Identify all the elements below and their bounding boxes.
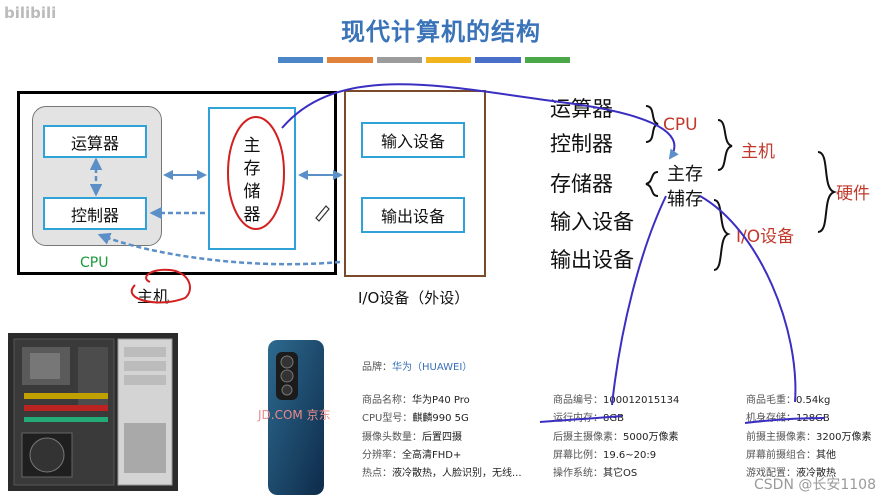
accent-bar [278,57,324,63]
spec-cell: 摄像头数量：后置四摄 [362,428,462,443]
spec-value: 0.54kg [796,395,831,406]
bilibili-watermark: bilibili [4,4,57,22]
class-item-output: 输出设备 [550,248,634,272]
main-memory-label: 主 存 储 器 [236,135,268,227]
pc-tower-photo [8,333,178,491]
accent-bar [524,57,570,63]
spec-key: 摄像头数量： [362,432,422,443]
accent-bar [425,57,472,63]
accent-bars [278,57,570,63]
phone-illustration [268,340,324,495]
brand-key: 品牌： [362,362,392,373]
spec-value: 100012015134 [603,395,680,406]
class-item-memory: 存储器 [550,172,613,196]
spec-cell: 分辨率：全高清FHD+ [362,446,461,461]
spec-value: 华为P40 Pro [412,395,470,406]
control-unit-box: 控制器 [43,197,147,230]
memory-char: 储 [243,182,261,202]
spec-value: 其他 [816,450,836,461]
spec-value: 其它OS [603,468,638,479]
spec-key: 后摄主摄像素： [553,432,623,443]
class-item-cu: 控制器 [550,132,613,156]
brace-host [717,119,733,171]
accent-bar [327,57,373,63]
memory-char: 器 [243,205,261,225]
output-device-box: 输出设备 [361,197,465,233]
brace-hardware [817,151,838,233]
spec-value: 19.6~20:9 [603,450,657,461]
spec-cell: 商品毛重：0.54kg [746,391,830,406]
spec-cell: 后摄主摄像素：5000万像素 [553,428,678,443]
spec-cell: 屏幕比例：19.6~20:9 [553,446,656,461]
input-device-box: 输入设备 [361,122,465,158]
spec-value: 8GB [603,413,624,424]
spec-key: 商品编号： [553,395,603,406]
csdn-watermark: CSDN @长安1108 [754,477,876,493]
spec-key: 运行内存： [553,413,603,424]
spec-key: 机身存储： [746,413,796,424]
spec-key: 前摄主摄像素： [746,432,816,443]
spec-cell: 操作系统：其它OS [553,464,637,479]
spec-value: 128GB [796,413,830,424]
pc-tower-illustration [8,333,178,491]
class-aux-storage: 辅存 [667,189,703,210]
cpu-label: CPU [80,255,109,271]
spec-key: 屏幕比例： [553,450,603,461]
brand-row: 品牌：华为（HUAWEI） [362,358,472,373]
spec-cell: 商品编号：100012015134 [553,391,679,406]
brace-cpu [645,105,659,143]
jd-watermark: JD.COM 京东 [258,408,331,422]
spec-value: 后置四摄 [422,432,462,443]
spec-key: 分辨率： [362,450,402,461]
class-item-input: 输入设备 [550,210,634,234]
spec-value: 5000万像素 [623,432,679,443]
memory-char: 存 [243,159,261,179]
spec-cell: 机身存储：128GB [746,409,830,424]
spec-value: 3200万像素 [816,432,872,443]
spec-value: 全高清FHD+ [402,450,462,461]
spec-cell: 运行内存：8GB [553,409,624,424]
host-label: 主机 [137,287,170,306]
phone-photo [268,340,324,495]
spec-key: 游戏配置： [746,468,796,479]
class-hardware: 硬件 [836,184,870,204]
spec-cell: 前摄主摄像素：3200万像素 [746,428,871,443]
spec-cell: 热点：液冷散热，人脸识别，无线... [362,464,522,479]
brand-value: 华为（HUAWEI） [392,362,473,373]
spec-cell: CPU型号：麒麟990 5G [362,409,469,424]
class-main-storage: 主存 [667,164,703,185]
class-item-alu: 运算器 [550,97,613,121]
class-io: I/O设备 [736,227,795,247]
spec-cell: 游戏配置：液冷散热 [746,464,836,479]
spec-key: CPU型号： [362,413,413,424]
spec-cell: 商品名称：华为P40 Pro [362,391,470,406]
spec-key: 热点： [362,468,392,479]
spec-cell: 屏幕前摄组合：其他 [746,446,836,461]
spec-key: 商品名称： [362,395,412,406]
accent-bar [475,57,521,63]
spec-value: 液冷散热 [796,468,836,479]
class-host: 主机 [741,142,775,162]
brace-io [713,199,731,271]
io-box [344,90,486,277]
spec-value: 麒麟990 5G [412,413,469,424]
alu-box: 运算器 [43,125,147,158]
accent-bar [376,57,422,63]
spec-value: 液冷散热，人脸识别，无线... [392,468,522,479]
spec-key: 商品毛重： [746,395,796,406]
io-label: I/O设备（外设） [358,289,470,307]
memory-char: 主 [243,136,261,156]
spec-key: 操作系统： [553,468,603,479]
page-title: 现代计算机的结构 [341,18,541,46]
class-cpu: CPU [663,115,698,135]
brace-storage [645,171,659,197]
spec-key: 屏幕前摄组合： [746,450,816,461]
